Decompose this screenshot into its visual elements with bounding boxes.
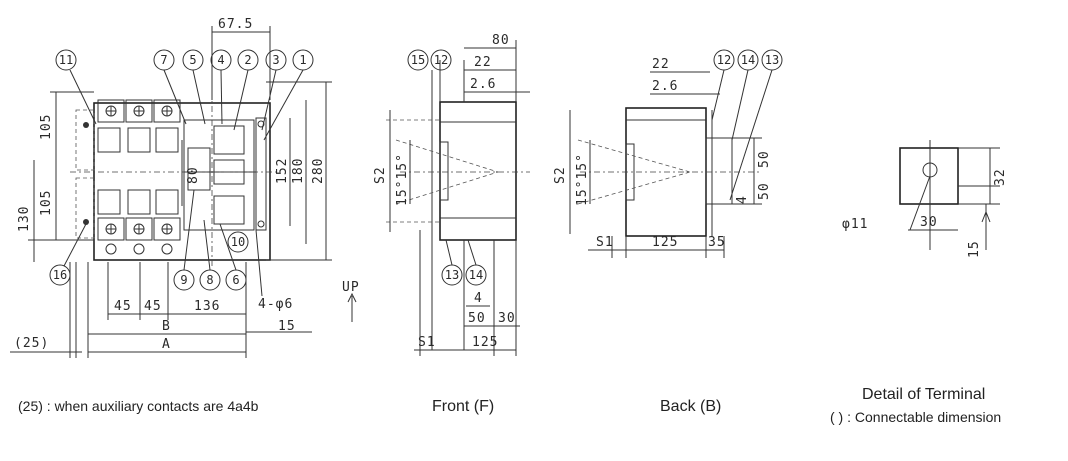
balloon-8: 8 (206, 273, 213, 287)
dim-2-6-front: 2.6 (470, 77, 496, 92)
dim-15-side: 15 (278, 319, 296, 334)
dim-2-6-back: 2.6 (652, 79, 678, 94)
dim-15-term: 15 (967, 240, 982, 258)
front-balloon-14: 14 (469, 268, 483, 282)
front-balloon-13: 13 (445, 268, 459, 282)
dim-S1-back: S1 (596, 235, 614, 250)
dim-15-15-back: 15°15° (575, 153, 590, 206)
front-balloon-15: 15 (411, 53, 425, 67)
dim-130: 130 (17, 206, 32, 232)
back-view-caption: Back (B) (660, 398, 722, 415)
dim-4-back: 4 (735, 195, 750, 204)
dim-S2-front: S2 (373, 166, 388, 184)
top-view (70, 92, 280, 268)
dim-105-upper: 105 (39, 114, 54, 140)
terminal-body (899, 147, 959, 205)
front-view-caption: Front (F) (432, 398, 495, 415)
dim-4-front: 4 (474, 291, 483, 306)
dim-50-back-a: 50 (757, 150, 772, 168)
dim-105-lower: 105 (39, 190, 54, 216)
back-balloon-14: 14 (741, 53, 755, 67)
front-view-body (439, 101, 517, 241)
terminal-detail-caption: Detail of Terminal (862, 386, 986, 403)
top-view-dimensions: 67.5 105 105 130 80 152 180 280 45 45 13… (10, 17, 360, 358)
front-view-balloons: 15 12 13 14 (407, 49, 487, 286)
dim-30-term: 30 (920, 215, 938, 230)
front-view (386, 60, 530, 350)
dim-45-a: 45 (114, 299, 132, 314)
balloon-4: 4 (217, 53, 224, 67)
dim-S1-front: S1 (418, 335, 436, 350)
dim-180: 180 (291, 158, 306, 184)
dim-136: 136 (194, 299, 220, 314)
dim-50-back-b: 50 (757, 182, 772, 200)
front-balloon-12: 12 (434, 53, 448, 67)
dim-4-phi6: 4-φ6 (258, 297, 293, 312)
dim-280: 280 (311, 158, 326, 184)
connectable-dimension-note: ( ) : Connectable dimension (830, 409, 1002, 425)
front-view-dimensions: 80 22 2.6 S2 15°15° 4 50 30 S1 125 (373, 33, 530, 356)
back-balloon-13: 13 (765, 53, 779, 67)
dim-phi11: φ11 (842, 217, 868, 232)
terminal-detail: 32 15 φ11 30 (842, 140, 1008, 258)
top-view-balloons: 11 7 5 4 2 3 1 16 9 8 6 10 (49, 49, 314, 291)
back-view (577, 107, 760, 237)
dim-A: A (162, 337, 171, 352)
dim-125-back: 125 (652, 235, 678, 250)
balloon-10: 10 (231, 235, 245, 249)
balloon-9: 9 (180, 273, 187, 287)
back-view-dimensions: 22 2.6 S2 15°15° 50 50 4 S1 125 35 (553, 57, 772, 258)
back-view-balloons: 12 14 13 (711, 49, 783, 201)
balloon-3: 3 (272, 53, 279, 67)
dim-25: (25) (14, 336, 49, 351)
dim-B: B (162, 319, 171, 334)
auxiliary-contact-note: (25) : when auxiliary contacts are 4a4b (18, 398, 259, 414)
balloon-1: 1 (299, 53, 306, 67)
dim-152: 152 (275, 158, 290, 184)
dim-S2-back: S2 (553, 166, 568, 184)
balloon-6: 6 (232, 273, 239, 287)
dim-22-back: 22 (652, 57, 670, 72)
up-label: UP (342, 280, 360, 295)
balloon-5: 5 (189, 53, 196, 67)
dim-50-front: 50 (468, 311, 486, 326)
dim-80-front: 80 (492, 33, 510, 48)
dim-125-front: 125 (472, 335, 498, 350)
dim-35-back: 35 (708, 235, 726, 250)
balloon-11: 11 (59, 53, 73, 67)
dim-80-mid: 80 (186, 166, 201, 184)
back-balloon-12: 12 (717, 53, 731, 67)
dim-67-5: 67.5 (218, 17, 253, 32)
dim-30-front: 30 (498, 311, 516, 326)
dim-15-15-front: 15°15° (395, 153, 410, 206)
dim-45-b: 45 (144, 299, 162, 314)
balloon-2: 2 (244, 53, 251, 67)
balloon-16: 16 (53, 268, 67, 282)
dim-32-term: 32 (993, 168, 1008, 186)
balloon-7: 7 (160, 53, 167, 67)
dim-22-front: 22 (474, 55, 492, 70)
